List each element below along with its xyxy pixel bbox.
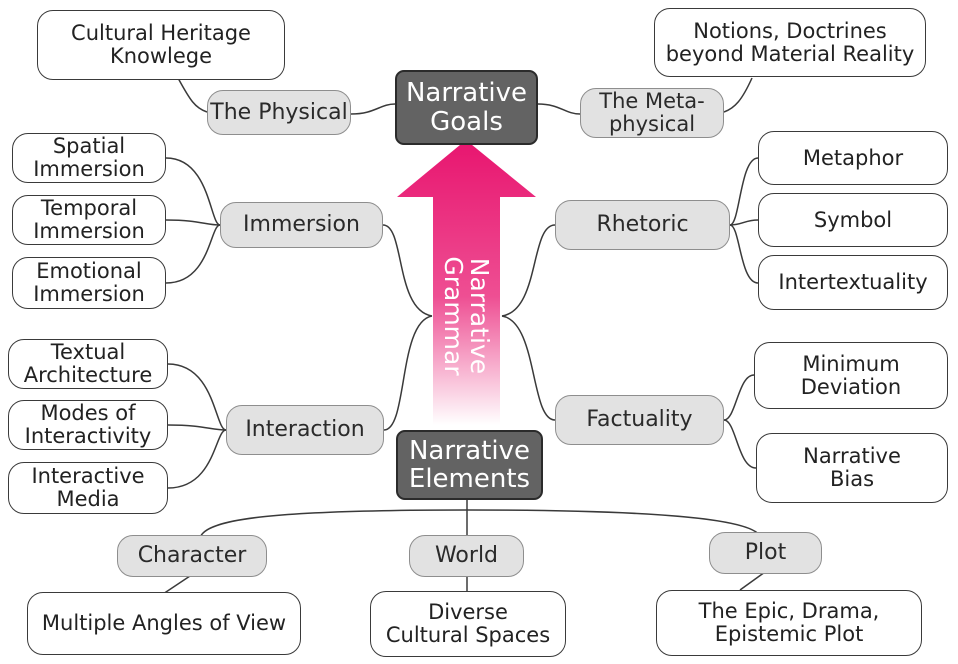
- connector-metaphysical-goals: [537, 103, 581, 115]
- world-node[interactable]: World: [409, 535, 524, 577]
- connector-physical-leaf: [177, 77, 208, 113]
- narrative-grammar-label: Narrative Grammar: [439, 256, 495, 376]
- narrative-grammar-arrow: [397, 140, 536, 425]
- connector-rhetoric-intertext: [729, 224, 759, 284]
- immersion-node[interactable]: Immersion: [220, 202, 383, 248]
- connector-factuality-center: [501, 315, 556, 421]
- connector-interaction-center: [383, 315, 433, 431]
- intertextuality-leaf[interactable]: Intertextuality: [758, 255, 948, 310]
- connector-interaction-media: [167, 429, 227, 489]
- character-node[interactable]: Character: [117, 535, 267, 577]
- connector-factuality-minimum: [723, 374, 755, 421]
- connector-interaction-textual: [167, 363, 227, 431]
- interactive-media-leaf[interactable]: Interactive Media: [8, 462, 168, 514]
- narrative-elements-node[interactable]: Narrative Elements: [396, 430, 543, 500]
- the-metaphysical-node[interactable]: The Meta- physical: [580, 88, 724, 138]
- connector-immersion-temporal: [165, 219, 221, 226]
- narrative-bias-leaf[interactable]: Narrative Bias: [756, 433, 948, 503]
- spatial-immersion-leaf[interactable]: Spatial Immersion: [12, 133, 166, 183]
- plot-node[interactable]: Plot: [709, 532, 822, 574]
- connector-character-leaf: [162, 575, 191, 595]
- connector-rhetoric-symbol: [729, 219, 759, 226]
- connector-immersion-spatial: [165, 157, 221, 226]
- connector-character: [199, 509, 468, 539]
- connector-rhetoric-metaphor: [729, 157, 759, 226]
- emotional-immersion-leaf[interactable]: Emotional Immersion: [12, 257, 166, 309]
- metaphor-leaf[interactable]: Metaphor: [758, 131, 948, 185]
- symbol-leaf[interactable]: Symbol: [758, 193, 948, 247]
- interaction-node[interactable]: Interaction: [226, 405, 384, 455]
- textual-architecture-leaf[interactable]: Textual Architecture: [8, 339, 168, 389]
- temporal-immersion-leaf[interactable]: Temporal Immersion: [12, 195, 166, 245]
- narrative-goals-node[interactable]: Narrative Goals: [395, 70, 538, 145]
- connector-metaphysical-leaf: [723, 77, 753, 113]
- epic-drama-epistemic-leaf[interactable]: The Epic, Drama, Epistemic Plot: [656, 590, 922, 656]
- connector-interaction-modes: [167, 424, 227, 431]
- minimum-deviation-leaf[interactable]: Minimum Deviation: [754, 342, 948, 409]
- connector-factuality-bias: [723, 419, 757, 469]
- factuality-node[interactable]: Factuality: [555, 395, 724, 445]
- cultural-heritage-leaf[interactable]: Cultural Heritage Knowlege: [37, 10, 285, 80]
- connector-rhetoric-center: [501, 224, 556, 317]
- multiple-angles-leaf[interactable]: Multiple Angles of View: [27, 592, 301, 655]
- connector-plot: [466, 509, 761, 537]
- connector-immersion-emotional: [165, 224, 221, 284]
- connector-plot-leaf: [739, 571, 766, 591]
- notions-doctrines-leaf[interactable]: Notions, Doctrines beyond Material Reali…: [654, 8, 926, 77]
- connector-physical-goals: [350, 103, 396, 115]
- the-physical-node[interactable]: The Physical: [207, 90, 351, 135]
- rhetoric-node[interactable]: Rhetoric: [555, 200, 730, 250]
- diverse-cultural-spaces-leaf[interactable]: Diverse Cultural Spaces: [370, 591, 566, 657]
- modes-of-interactivity-leaf[interactable]: Modes of Interactivity: [8, 400, 168, 450]
- connector-immersion-center: [382, 224, 433, 317]
